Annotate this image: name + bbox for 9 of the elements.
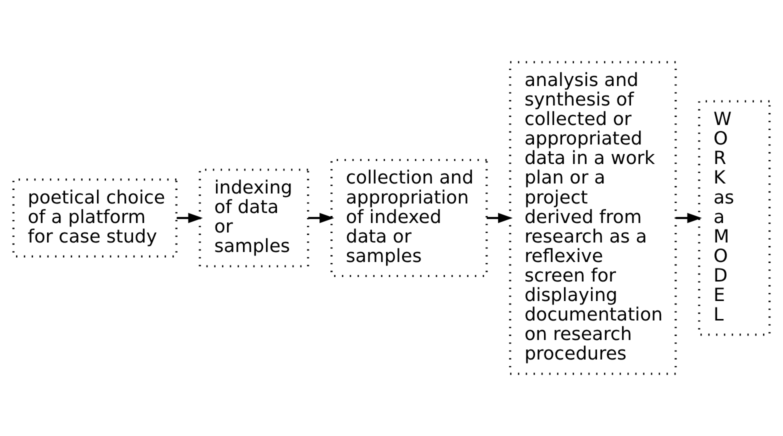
node-box: analysis and synthesis of collected or appropriated data in a work plan or a project derived from research as a reflexive screen for displaying documentation on research procedures [509,61,677,375]
node-box: indexing of data or samples [198,168,310,268]
arrow [176,212,203,224]
node-box: W O R K as a M O D E L [698,100,771,336]
arrow [676,212,702,224]
node-box: poetical choice of a platform for case study [12,178,178,258]
arrow [486,212,513,224]
node-box: collection and appropriation of indexed data or samples [330,158,488,278]
arrow [308,212,334,224]
